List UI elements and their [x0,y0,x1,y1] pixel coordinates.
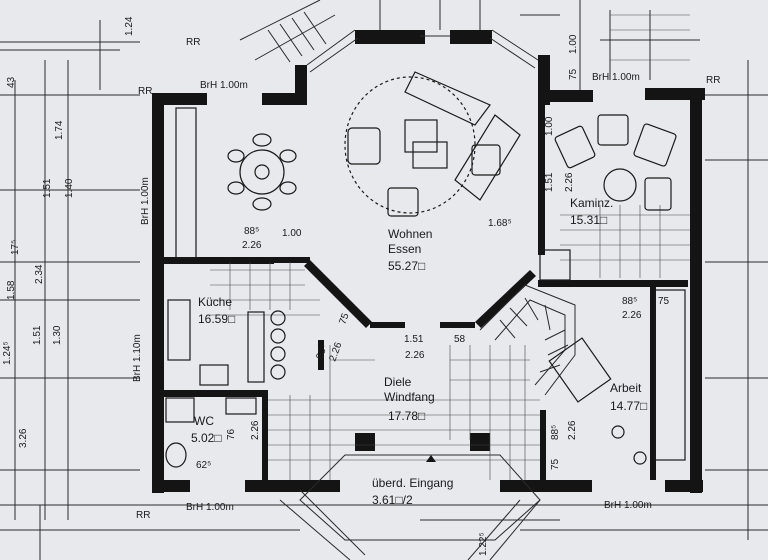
dimension-label: 1.30 [52,325,63,345]
dimension-label: 75 [568,68,579,80]
kaminz-seating [554,114,677,211]
dimension-label: 1.51 [404,334,424,345]
rr-label-2: RR [138,86,152,97]
kaminz-label: Kaminz. [570,196,613,210]
arbeit-label: Arbeit [610,381,642,395]
room-label-kueche: Küche 16.59□ [198,295,235,326]
dimension-label: 1.51 [32,325,43,345]
dimension-label: 2.26 [405,350,425,361]
room-label-wc: WC 5.02□ [191,414,222,445]
wc-label: WC [194,414,214,428]
dimension-label: 1.00 [544,116,555,136]
staircase [479,284,576,396]
dimension-label: 75 [550,458,561,470]
dimension-label: 2.26 [564,172,575,192]
brh-bottom-right: BrH 1.00m [604,500,652,511]
diele-label: Diele [384,375,412,389]
entrance-steps [279,454,541,560]
brh-left-upper: BrH 1.00m [140,177,151,225]
top-dimension-lines [0,0,560,51]
kaminz-area: 15.31□ [570,213,607,227]
dimension-label: 1.74 [54,120,65,140]
bay-window [306,29,539,73]
room-label-wohnen: Wohnen Essen 55.27□ [388,227,432,273]
wohnen-label: Wohnen [388,227,432,241]
arbeit-area: 14.77□ [610,399,647,413]
dimension-labels: 88⁵ 2.26 1.00 1.68⁵ 1.51 58 2.26 88⁵ 2.2… [2,16,670,556]
dimension-label: 58 [454,334,466,345]
dimension-label: 1.51 [544,172,555,192]
dimension-label: 2.26 [242,240,262,251]
dimension-label: 1.24⁵ [2,341,13,365]
wc-fittings [165,397,257,468]
essen-label: Essen [388,242,421,256]
wc-area: 5.02□ [191,431,222,445]
diele-area: 17.78□ [388,409,425,423]
dimension-label: 43 [6,76,17,88]
rr-label-3: RR [706,75,720,86]
brh-bottom-left: BrH 1.00m [186,502,234,513]
wohnen-area: 55.27□ [388,259,425,273]
dimension-label: 62⁵ [196,460,211,471]
rr-label-1: RR [186,37,200,48]
brh-top-right: BrH 1.00m [592,72,640,83]
dimension-label: 1.00 [568,34,579,54]
eingang-label: überd. Eingang [372,476,453,490]
rr-label-4: RR [136,510,150,521]
left-dimension-lines [0,20,140,520]
dimension-label: 75 [337,311,351,326]
entrance-arrow-icon [426,455,436,462]
room-label-kaminz: Kaminz. 15.31□ [570,196,613,227]
dimension-label: 1.68⁵ [488,218,512,229]
dimension-label: 76 [226,428,237,440]
dimension-label: 3.26 [18,428,29,448]
tiled-floor-diele [268,345,540,480]
right-dimension-lines [579,0,768,540]
dimension-label: 2.26 [622,310,642,321]
dining-table [227,133,297,211]
tiled-floor-kitchen [210,262,320,316]
room-label-diele: Diele Windfang 17.78□ [384,375,435,423]
dimension-label: 17⁵ [10,240,21,255]
dimension-label: 2.34 [34,264,45,284]
interior-walls [164,100,688,485]
dimension-label: 88⁵ [622,296,637,307]
kueche-area: 16.59□ [198,312,235,326]
dimension-label: 1.22⁵ [478,532,489,556]
dimension-label: 1.51 [42,178,53,198]
room-label-eingang: überd. Eingang 3.61□/2 [372,476,453,507]
exterior-walls [152,30,705,493]
arbeit-fittings [548,289,686,465]
room-label-arbeit: Arbeit 14.77□ [610,381,647,413]
exterior-stairs-top [239,0,336,63]
dimension-label: 88⁵ [244,226,259,237]
brh-top-left: BrH 1.00m [200,80,248,91]
living-room-seating [344,71,521,217]
dimension-label: 1.58 [6,280,17,300]
kitchen-fittings [167,107,571,386]
eingang-area: 3.61□/2 [372,493,413,507]
kueche-label: Küche [198,295,232,309]
brh-annotations: BrH 1.00m BrH 1.00m BrH 1.00m BrH 1.00m … [132,37,720,521]
dimension-label: 2.26 [250,420,261,440]
dimension-label: 2.26 [567,420,578,440]
dimension-label: 88⁵ [550,425,561,440]
dimension-label: 88⁵ [314,343,330,361]
dimension-label: 1.00 [282,228,302,239]
dimension-label: 1.24 [124,16,135,36]
dimension-label: 75 [658,296,670,307]
windfang-label: Windfang [384,390,435,404]
brh-left-lower: BrH 1.10m [132,334,143,382]
dimension-label: 1.40 [64,178,75,198]
bottom-site-lines [0,504,768,560]
tiled-floor-kaminz [560,14,690,278]
